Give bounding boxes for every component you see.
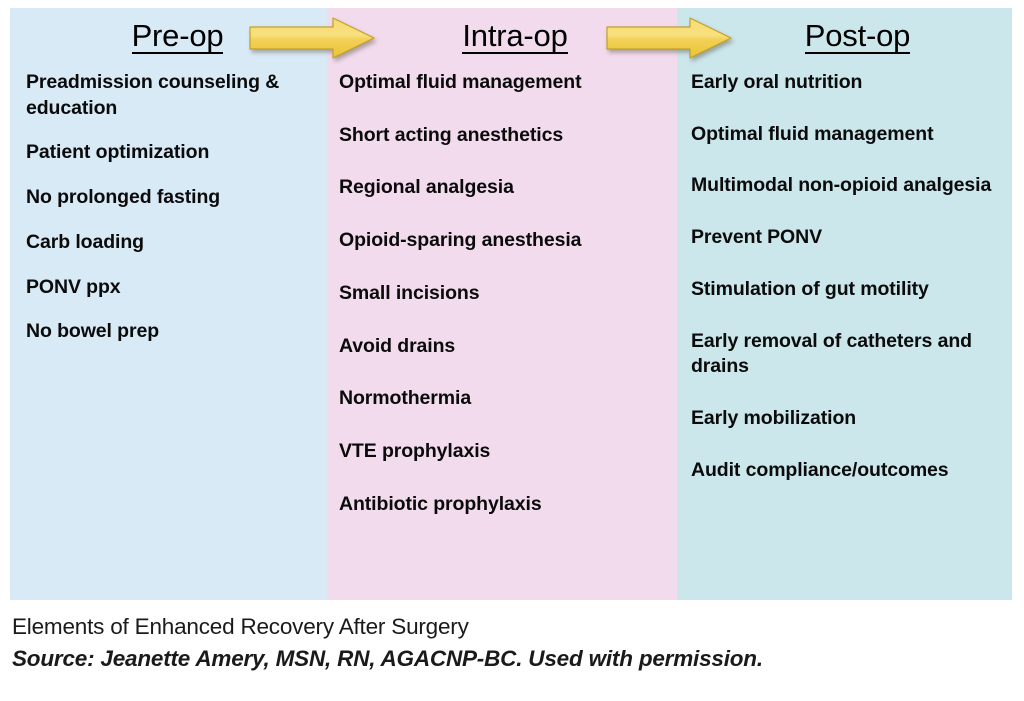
list-item: VTE prophylaxis	[339, 440, 491, 463]
list-item: Prevent PONV	[691, 226, 823, 249]
list-item: Avoid drains	[339, 334, 456, 357]
list-item: Short acting anesthetics	[339, 123, 564, 146]
column-postop: Post-op Early oral nutrition Optimal flu…	[677, 8, 1012, 600]
list-item: Patient optimization	[26, 141, 210, 164]
item-list-postop: Early oral nutrition Optimal fluid manag…	[677, 54, 1012, 484]
item-list-preop: Preadmission counseling & education Pati…	[10, 54, 327, 345]
list-item: Early mobilization	[691, 407, 857, 430]
list-item: Normothermia	[339, 387, 472, 410]
list-item: Optimal fluid management	[691, 122, 934, 145]
right-arrow-icon	[249, 17, 375, 59]
item-list-intraop: Optimal fluid management Short acting an…	[327, 54, 677, 518]
column-preop: Pre-op Preadmission counseling & educati…	[10, 8, 327, 600]
caption-source: Source: Jeanette Amery, MSN, RN, AGACNP-…	[12, 645, 763, 671]
list-item: Early removal of catheters and drains	[691, 329, 972, 378]
list-item: Audit compliance/outcomes	[691, 458, 949, 481]
column-title-preop-text: Pre-op	[131, 18, 224, 54]
list-item: Multimodal non-opioid analgesia	[691, 174, 992, 197]
list-item: Antibiotic prophylaxis	[339, 492, 542, 515]
column-title-preop: Pre-op	[10, 8, 327, 54]
column-title-postop: Post-op	[677, 8, 1012, 54]
list-item: Carb loading	[26, 230, 144, 253]
list-item: Early oral nutrition	[691, 71, 863, 93]
column-title-intraop-text: Intra-op	[462, 18, 568, 54]
list-item: Opioid-sparing anesthesia	[339, 229, 582, 252]
list-item: Regional analgesia	[339, 176, 514, 199]
list-item: No bowel prep	[26, 320, 160, 343]
list-item: No prolonged fasting	[26, 186, 221, 209]
figure-caption: Elements of Enhanced Recovery After Surg…	[12, 612, 1012, 673]
phase-columns: Pre-op Preadmission counseling & educati…	[10, 8, 1012, 600]
list-item: PONV ppx	[26, 275, 121, 298]
list-item: Preadmission counseling & education	[26, 71, 280, 119]
right-arrow-icon	[606, 17, 732, 59]
list-item: Small incisions	[339, 281, 480, 304]
list-item: Stimulation of gut motility	[691, 277, 929, 300]
column-title-postop-text: Post-op	[804, 18, 911, 54]
caption-title: Elements of Enhanced Recovery After Surg…	[12, 614, 469, 639]
column-title-intraop: Intra-op	[327, 8, 677, 54]
list-item: Optimal fluid management	[339, 71, 582, 93]
column-intraop: Intra-op Optimal fluid management Short …	[327, 8, 677, 600]
